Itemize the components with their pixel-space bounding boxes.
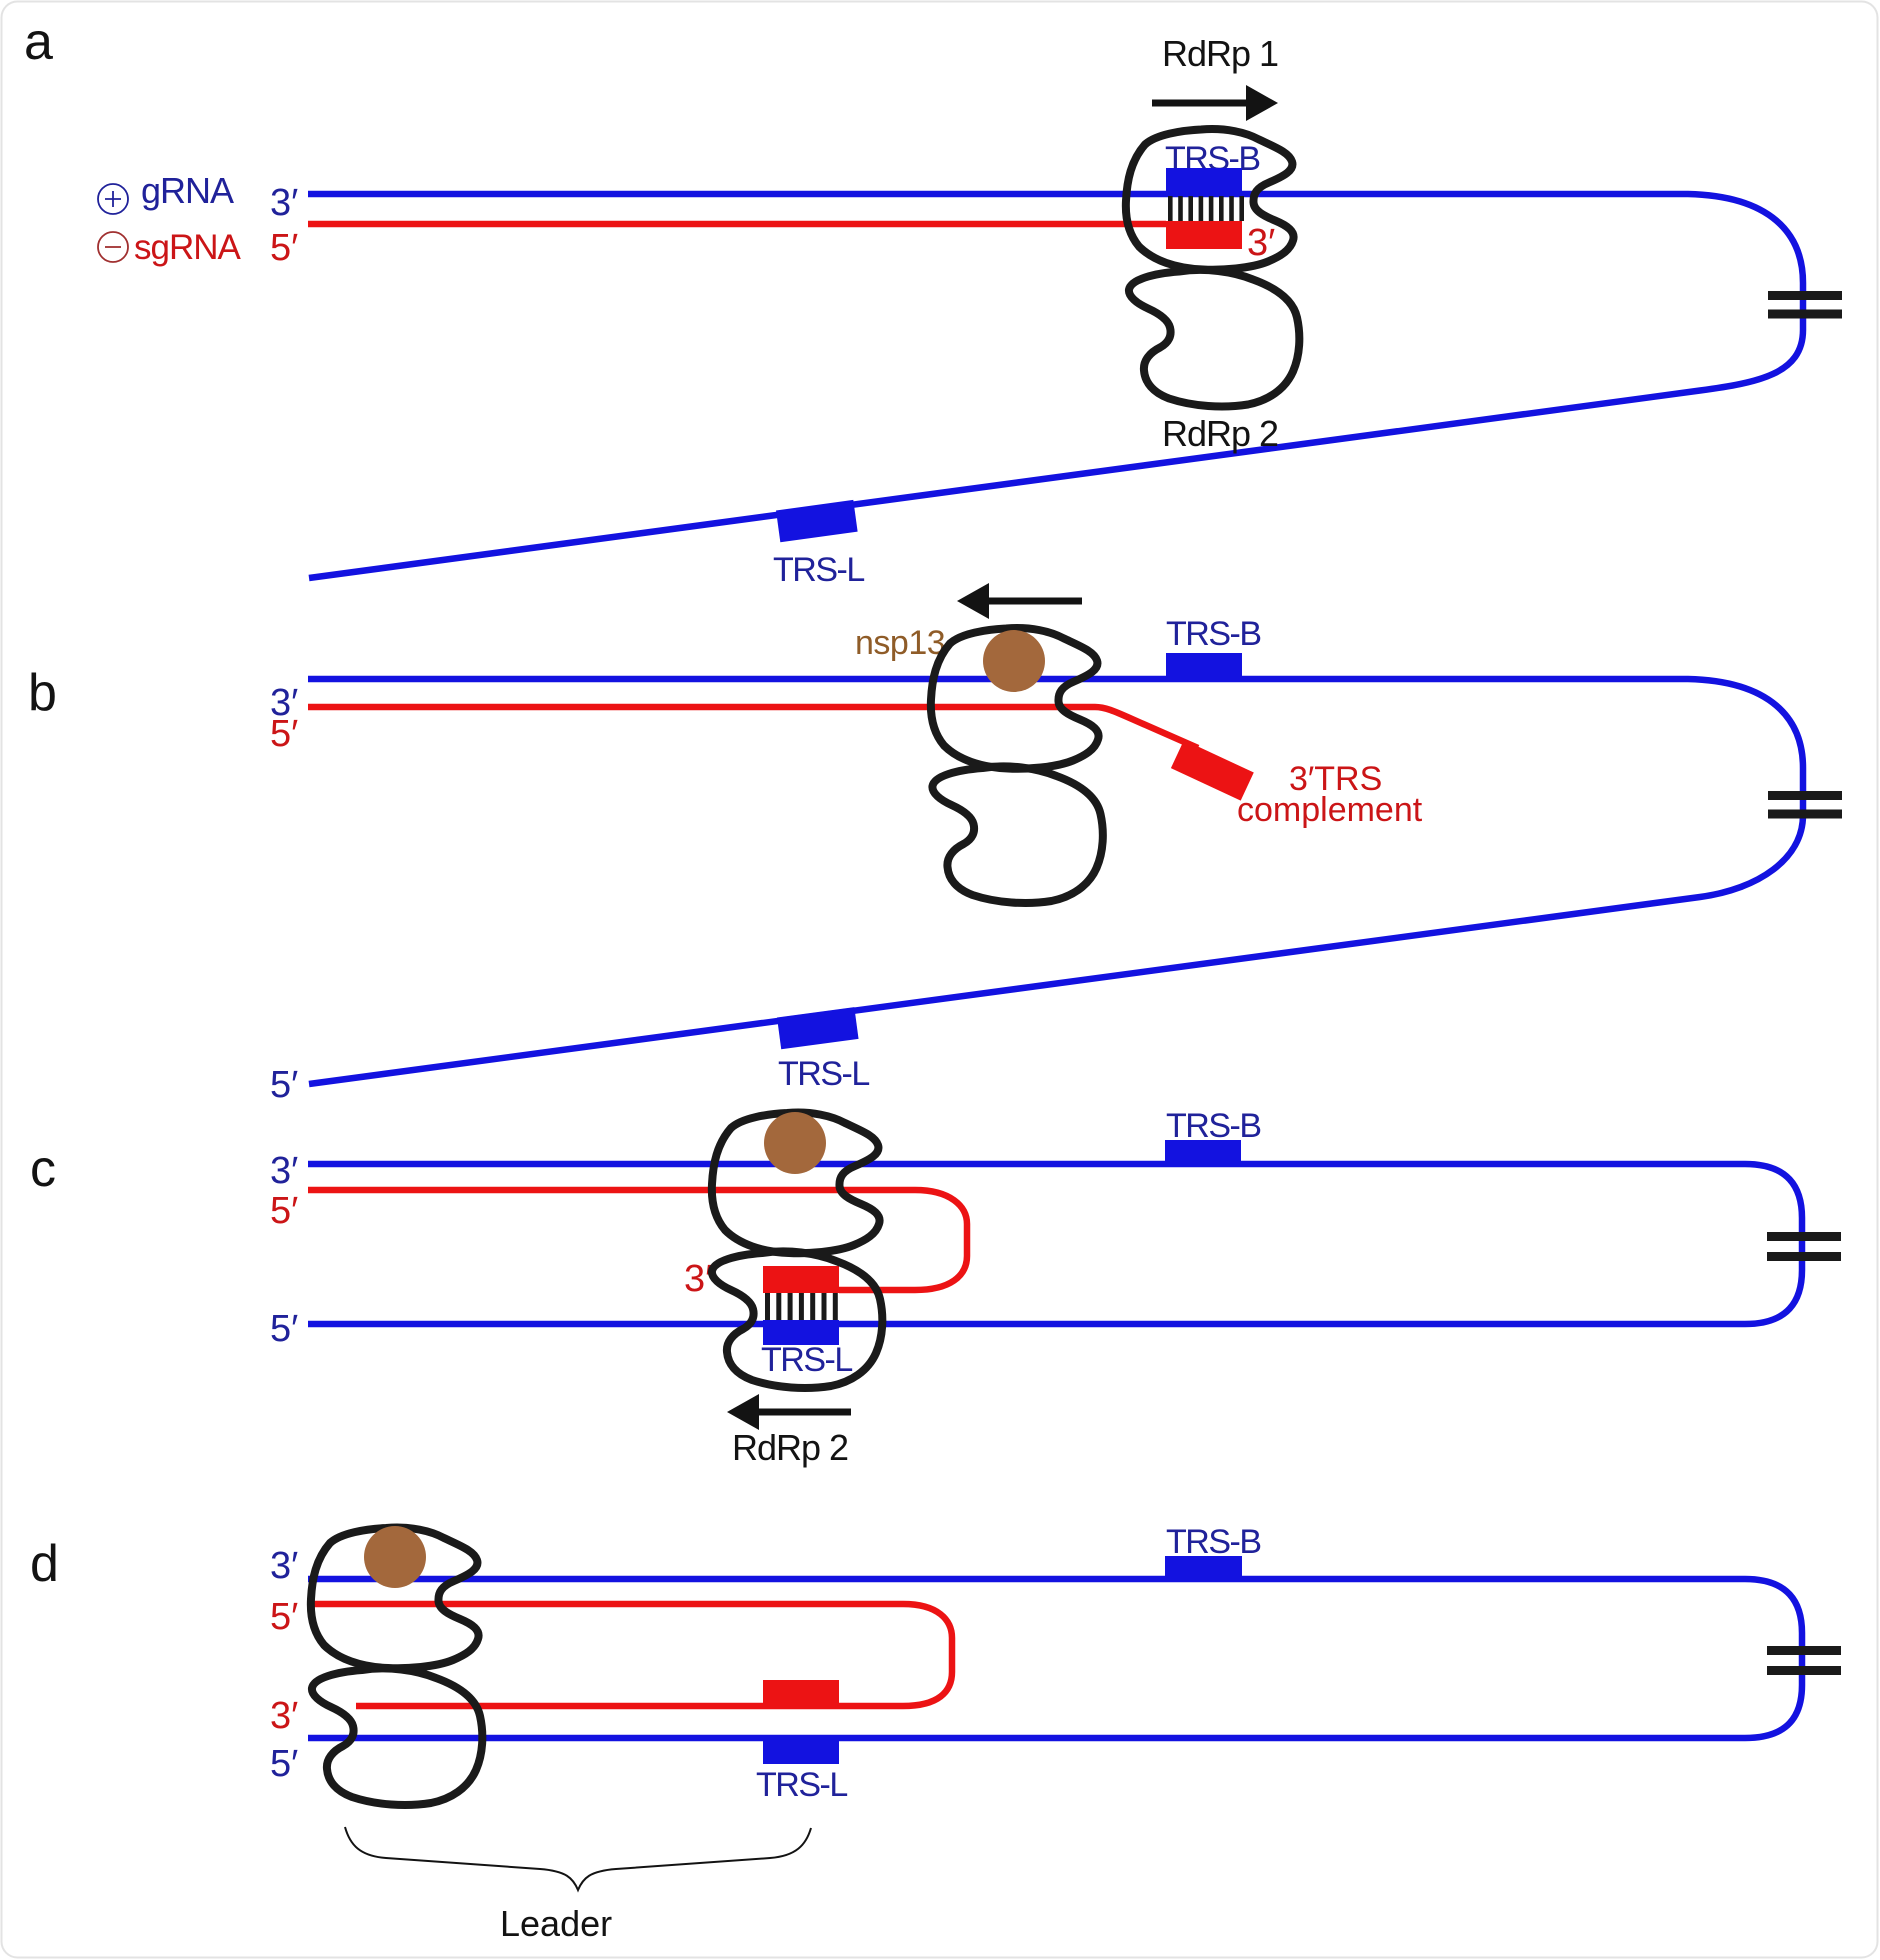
- svg-text:3′: 3′: [270, 1695, 298, 1737]
- svg-text:TRS-B: TRS-B: [1166, 615, 1261, 653]
- svg-text:5′: 5′: [270, 1190, 298, 1232]
- svg-text:3′TRS: 3′TRS: [1289, 760, 1382, 798]
- svg-text:5′: 5′: [270, 1308, 298, 1350]
- svg-text:5′: 5′: [270, 1743, 298, 1785]
- svg-text:a: a: [24, 13, 53, 71]
- svg-text:sgRNA: sgRNA: [134, 228, 242, 267]
- svg-text:TRS-L: TRS-L: [761, 1341, 852, 1379]
- svg-text:RdRp 2: RdRp 2: [1162, 413, 1278, 454]
- svg-text:RdRp 1: RdRp 1: [1162, 33, 1278, 74]
- svg-text:3′: 3′: [270, 182, 298, 224]
- svg-text:TRS-L: TRS-L: [756, 1766, 847, 1804]
- svg-text:c: c: [30, 1140, 56, 1198]
- svg-text:nsp13: nsp13: [855, 624, 945, 662]
- svg-text:3′: 3′: [684, 1258, 712, 1300]
- svg-text:5′: 5′: [270, 1596, 298, 1638]
- svg-text:complement: complement: [1237, 791, 1423, 829]
- svg-text:Leader: Leader: [500, 1903, 612, 1944]
- svg-text:3′: 3′: [270, 1545, 298, 1587]
- svg-text:5′: 5′: [270, 1064, 298, 1106]
- svg-text:TRS-L: TRS-L: [778, 1055, 869, 1093]
- svg-text:b: b: [28, 664, 57, 722]
- svg-text:3′: 3′: [270, 682, 298, 724]
- svg-text:TRS-B: TRS-B: [1166, 1523, 1261, 1561]
- svg-text:gRNA: gRNA: [141, 170, 234, 211]
- svg-text:TRS-L: TRS-L: [773, 551, 864, 589]
- svg-text:5′: 5′: [270, 713, 298, 755]
- svg-text:3′: 3′: [270, 1150, 298, 1192]
- svg-text:TRS-B: TRS-B: [1166, 1107, 1261, 1145]
- svg-text:5′: 5′: [270, 227, 298, 269]
- svg-text:d: d: [30, 1535, 59, 1593]
- svg-text:RdRp 2: RdRp 2: [732, 1427, 848, 1468]
